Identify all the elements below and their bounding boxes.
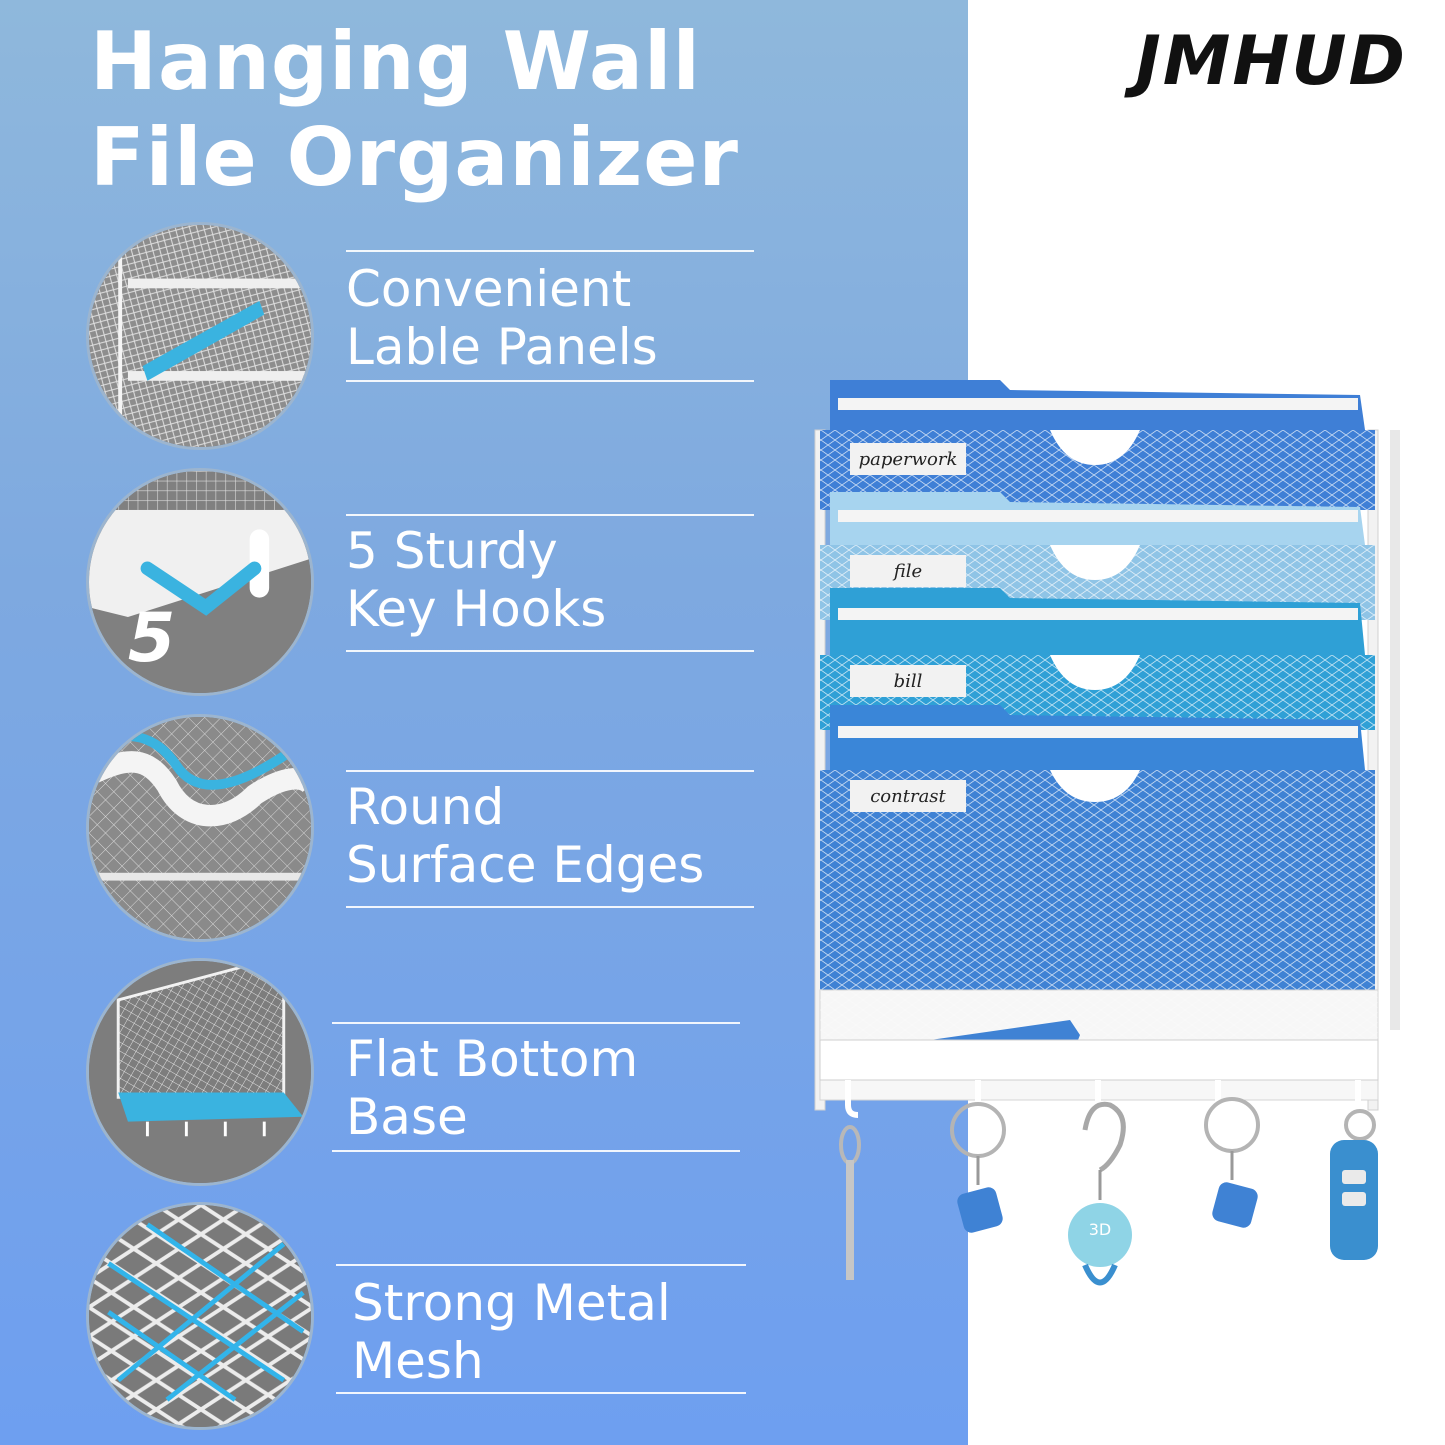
feature-5-text: Strong Metal Mesh: [352, 1274, 671, 1390]
title-line-2: File Organizer: [90, 111, 739, 204]
feature-1-bottom-rule: [346, 380, 754, 382]
feature-1-line-1: Convenient: [346, 260, 632, 318]
keyfob-text: 3D: [1089, 1220, 1112, 1239]
label-file: file: [892, 561, 922, 582]
feature-5-top-rule: [336, 1264, 746, 1266]
label-bill: bill: [894, 671, 923, 692]
round-edge-icon: [86, 714, 314, 942]
title-line-1: Hanging Wall: [90, 15, 701, 108]
feature-1-text: Convenient Lable Panels: [346, 260, 658, 376]
feature-3-top-rule: [346, 770, 754, 772]
label-paperwork: paperwork: [859, 449, 958, 470]
feature-2-line-2: Key Hooks: [346, 580, 607, 638]
feature-3-text: Round Surface Edges: [346, 778, 704, 894]
feature-2-top-rule: [346, 514, 754, 516]
feature-4-text: Flat Bottom Base: [346, 1030, 638, 1146]
feature-4-top-rule: [332, 1022, 740, 1024]
metal-mesh-icon: [86, 1202, 314, 1430]
feature-5-line-2: Mesh: [352, 1332, 484, 1390]
feature-2-text: 5 Sturdy Key Hooks: [346, 522, 606, 638]
flat-base-icon: [86, 958, 314, 1186]
feature-3-line-2: Surface Edges: [346, 836, 705, 894]
label-panel-icon: [86, 222, 314, 450]
key-hook-icon: 5: [86, 468, 314, 696]
key-hook-badge: 5: [128, 599, 175, 678]
feature-2-bottom-rule: [346, 650, 754, 652]
label-contrast: contrast: [870, 786, 946, 807]
feature-3-bottom-rule: [346, 906, 754, 908]
feature-1-top-rule: [346, 250, 754, 252]
feature-4-bottom-rule: [332, 1150, 740, 1152]
feature-3-line-1: Round: [346, 778, 505, 836]
feature-5-line-1: Strong Metal: [352, 1274, 671, 1332]
feature-4-line-2: Base: [346, 1088, 468, 1146]
brand-logo: JMHUD: [1135, 22, 1407, 101]
feature-2-line-1: 5 Sturdy: [346, 522, 558, 580]
feature-4-line-1: Flat Bottom: [346, 1030, 639, 1088]
feature-5-bottom-rule: [336, 1392, 746, 1394]
feature-1-line-2: Lable Panels: [346, 318, 658, 376]
file-organizer-illustration: paperwork file bill contrast: [800, 370, 1400, 1300]
